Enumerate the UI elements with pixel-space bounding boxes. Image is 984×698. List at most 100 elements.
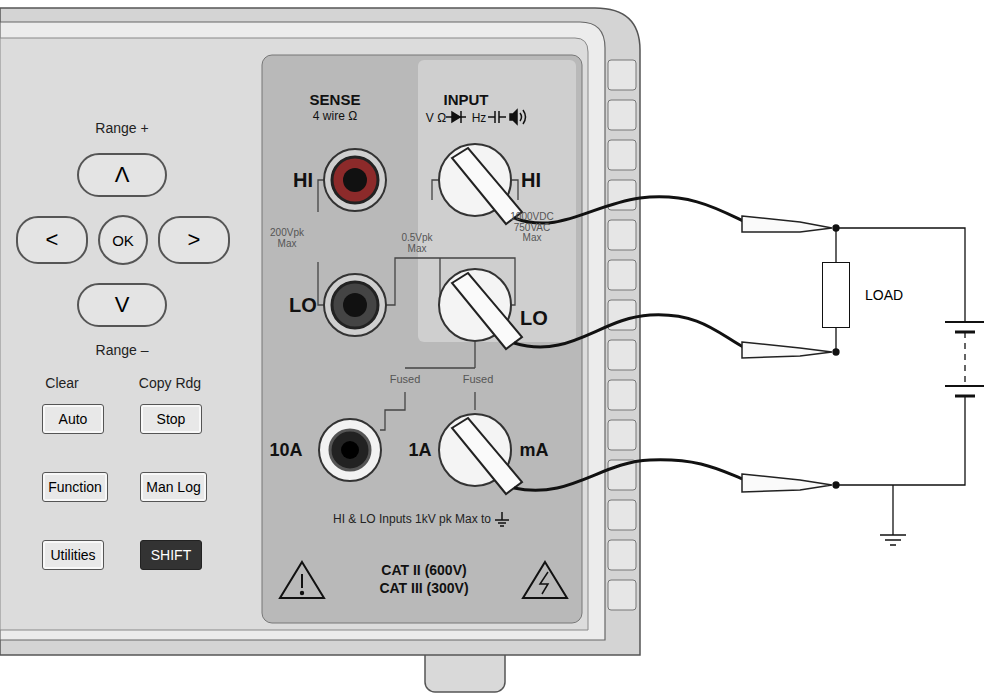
terminal-label: 1A (408, 441, 431, 460)
voltage-rating: 200Vpk Max (266, 228, 308, 249)
function-symbols-part (446, 116, 466, 118)
battery-symbol-part (955, 395, 975, 398)
input-rating: HI & LO Inputs 1kV pk Max to (333, 513, 491, 526)
sense-heading: SENSE (310, 92, 361, 108)
utilities-button: Utilities (42, 540, 104, 570)
button-label: Function (48, 479, 102, 495)
input-terminals-part (332, 157, 378, 203)
ground-symbol (495, 512, 906, 545)
button-label: > (188, 227, 201, 253)
cooling-fins-part (608, 220, 636, 250)
circuit-wires-part (833, 225, 839, 231)
test-leads (514, 197, 745, 491)
cooling-fins-part (608, 380, 636, 410)
input-terminals-part (324, 274, 386, 336)
test-leads-part (514, 315, 745, 348)
button-label: < (46, 227, 59, 253)
warning-triangles-part (301, 592, 303, 594)
load-resistor: LOAD (822, 262, 850, 328)
cooling-fins-part (608, 420, 636, 450)
battery-symbol (945, 322, 984, 396)
manlog-button: Man Log (140, 472, 207, 502)
terminal-label: mA (519, 441, 548, 460)
warning-triangles-part (280, 562, 324, 598)
battery-symbol-part (945, 321, 984, 323)
input-terminals-part (343, 293, 367, 317)
sense-note: 4 wire Ω (313, 110, 357, 123)
fuse-label: Fused (463, 374, 494, 386)
banana-plugs (452, 148, 522, 494)
range-down-button: V (77, 283, 167, 327)
stop-button: Stop (140, 404, 202, 434)
category-rating: CAT III (300V) (379, 581, 468, 596)
cooling-fins-part (608, 60, 636, 90)
load-label: LOAD (865, 287, 903, 303)
circuit-wires-part (836, 228, 965, 322)
ground-symbol-part (885, 539, 901, 541)
terminal-panel (262, 55, 582, 623)
probe-tips (742, 216, 832, 492)
battery-symbol-part (955, 331, 975, 334)
terminal-panel-part (418, 60, 576, 342)
terminal-label: 10A (269, 441, 302, 460)
cooling-fins-part (608, 500, 636, 530)
input-terminals-part (343, 168, 367, 192)
instrument-housing-part (0, 8, 640, 655)
voltage-rating: 0.5Vpk Max (396, 233, 438, 254)
input-terminals-part (341, 441, 359, 459)
ground-symbol-part (880, 534, 906, 536)
button-label: Λ (115, 162, 130, 188)
fuse-label: Fused (390, 374, 421, 386)
copy-label: Copy Rdg (139, 376, 201, 391)
button-label: V (115, 292, 130, 318)
probe-tips-part (742, 474, 832, 492)
probe-tips-part (742, 216, 832, 232)
ground-symbol-part (500, 525, 504, 527)
category-rating: CAT II (600V) (381, 563, 466, 578)
ground-symbol-part (890, 544, 896, 546)
banana-plugs-part (452, 418, 522, 494)
function-symbols-part (510, 110, 517, 124)
circuit-wires-part (833, 482, 839, 488)
button-label: Man Log (146, 479, 200, 495)
button-label: OK (112, 232, 134, 249)
test-leads-part (514, 460, 745, 491)
terminal-label: LO (289, 295, 317, 316)
terminal-label: HI (293, 170, 313, 191)
range-up-button: Λ (77, 153, 167, 197)
circuit-wires (833, 225, 965, 535)
shift-button: SHIFT (140, 540, 202, 570)
clear-label: Clear (45, 376, 78, 391)
battery-symbol-part (945, 385, 984, 387)
instrument-housing (0, 8, 640, 692)
cooling-fins (608, 60, 636, 610)
cooling-fins-part (608, 100, 636, 130)
warning-triangles-part (540, 572, 548, 594)
left-button: < (16, 216, 88, 264)
warning-triangles-part (523, 562, 567, 598)
button-label: Auto (59, 411, 88, 427)
instrument-housing-part (0, 22, 605, 640)
terminal-panel-part (262, 55, 582, 623)
function-symbol-text: V Ω (426, 112, 446, 125)
warning-triangles-part (301, 574, 303, 588)
cooling-fins-part (608, 540, 636, 570)
banana-plugs-part (452, 273, 522, 349)
function-button: Function (42, 472, 108, 502)
bracket-lines-part (318, 180, 328, 305)
probe-tips-part (742, 342, 832, 358)
function-symbol-text: Hz (472, 112, 487, 125)
ground-symbol-part (498, 522, 506, 524)
function-symbols-part (520, 110, 526, 124)
input-terminals-part (319, 419, 381, 481)
input-heading: INPUT (444, 92, 489, 108)
instrument-housing-part (0, 38, 588, 630)
cooling-fins-part (608, 580, 636, 610)
cooling-fins-part (608, 140, 636, 170)
button-label: SHIFT (151, 547, 191, 563)
terminal-label: LO (520, 308, 548, 329)
terminal-label: HI (521, 170, 541, 191)
input-terminals-part (324, 149, 386, 211)
warning-triangles (280, 562, 567, 598)
